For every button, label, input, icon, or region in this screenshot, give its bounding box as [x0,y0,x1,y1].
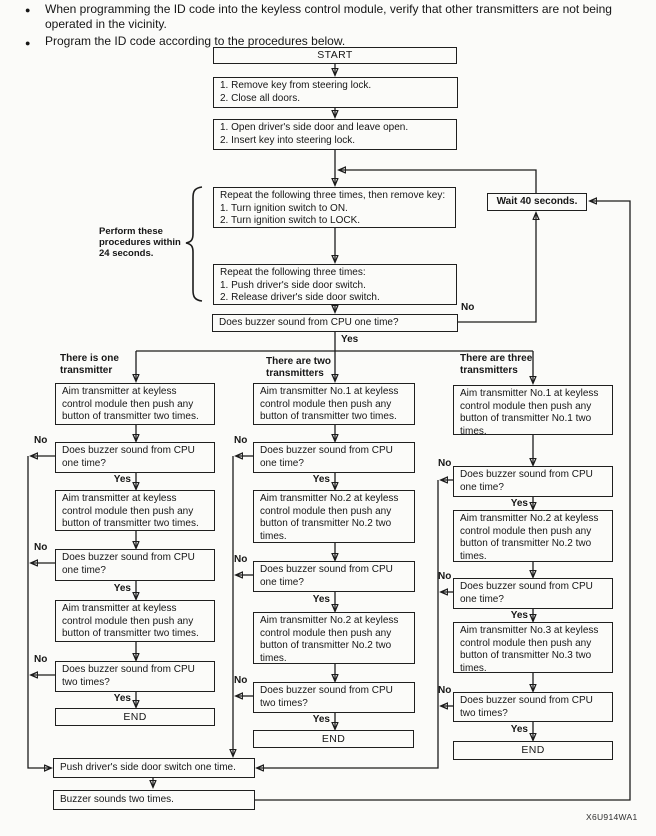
figure-code: X6U914WA1 [586,812,638,822]
no-label: No [438,458,452,469]
column3-lines [258,435,533,768]
open-door-box: 1. Open driver's side door and leave ope… [213,119,457,150]
column2-header: There are two transmitters [266,356,332,379]
intro-bullet-1: When programming the ID code into the ke… [45,2,612,31]
col1-aim1-box: Aim transmitter at keyless control modul… [55,383,215,425]
push-door-switch-box: Push driver's side door switch one time. [53,758,255,778]
yes-label: Yes [113,474,131,485]
column2-lines [233,425,335,755]
column1-header: There is one transmitter [60,353,119,376]
no-label: No [234,554,248,565]
yes-label: Yes [510,724,528,735]
col2-q3-box: Does buzzer sound from CPU two times? [253,682,415,713]
col1-end-box: END [55,708,215,726]
perform-brace [185,186,203,302]
yes-label: Yes [510,498,528,509]
main-flow-lines [136,64,533,382]
col2-end-box: END [253,730,414,748]
yes-label: Yes [312,474,330,485]
col1-q3-box: Does buzzer sound from CPU two times? [55,661,215,692]
col3-end-box: END [453,741,613,760]
no-label: No [438,685,452,696]
no-label: No [34,654,48,665]
col3-q1-box: Does buzzer sound from CPU one time? [453,466,613,497]
remove-key-box: 1. Remove key from steering lock. 2. Clo… [213,77,458,108]
column3-header: There are three transmitters [460,353,533,376]
start-box: START [213,47,457,64]
no-label: No [234,435,248,446]
repeat-ignition-box: Repeat the following three times, then r… [213,187,456,228]
repeat-door-switch-box: Repeat the following three times: 1. Pus… [213,264,457,305]
no-label: No [234,675,248,686]
yes-label: Yes [341,334,359,345]
col2-aim1-box: Aim transmitter No.1 at keyless control … [253,383,415,425]
col3-aim3-box: Aim transmitter No.3 at keyless control … [453,622,613,674]
yes-label: Yes [510,610,528,621]
col1-q1-box: Does buzzer sound from CPU one time? [55,442,215,473]
no-label: No [461,302,475,313]
buzzer-question-box: Does buzzer sound from CPU one time? [212,314,458,332]
wait-40-seconds-box: Wait 40 seconds. [487,193,587,211]
col3-aim2-box: Aim transmitter No.2 at keyless control … [453,510,613,562]
intro-bullet-2: Program the ID code according to the pro… [45,34,346,48]
col3-aim1-box: Aim transmitter No.1 at keyless control … [453,385,613,437]
yes-label: Yes [113,693,131,704]
no-label: No [34,542,48,553]
col2-q1-box: Does buzzer sound from CPU one time? [253,442,415,473]
col2-aim3-box: Aim transmitter No.2 at keyless control … [253,612,415,664]
yes-label: Yes [312,714,330,725]
col1-aim3-box: Aim transmitter at keyless control modul… [55,600,215,642]
wait-loop-lines [255,170,631,801]
col3-q3-box: Does buzzer sound from CPU two times? [453,692,613,722]
no-label: No [34,435,48,446]
perform-note: Perform these procedures within 24 secon… [99,226,181,259]
col3-q2-box: Does buzzer sound from CPU one time? [453,578,613,609]
no-label: No [438,571,452,582]
col2-q2-box: Does buzzer sound from CPU one time? [253,561,415,592]
column1-lines [27,425,136,768]
bullet-icon: ● [25,38,31,48]
col2-aim2-box: Aim transmitter No.2 at keyless control … [253,490,415,543]
col1-aim2-box: Aim transmitter at keyless control modul… [55,490,215,531]
bullet-icon: ● [25,5,31,15]
yes-label: Yes [113,583,131,594]
yes-label: Yes [312,594,330,605]
col1-q2-box: Does buzzer sound from CPU one time? [55,549,215,581]
buzzer-sounds-box: Buzzer sounds two times. [53,790,255,810]
